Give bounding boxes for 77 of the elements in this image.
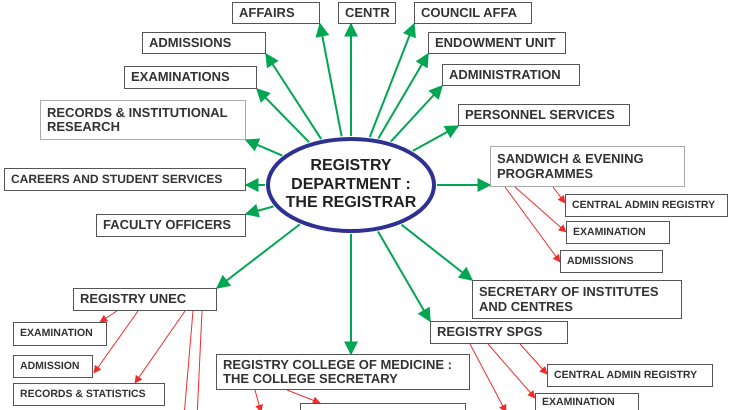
unit-label: EXAMINATION — [20, 328, 93, 340]
unit-label: RECORDS & STATISTICS — [20, 388, 146, 400]
unit-box — [414, 2, 532, 24]
unit-box — [232, 2, 320, 24]
unit-label: ADMISSIONS — [149, 36, 232, 50]
unit-box — [124, 66, 257, 89]
arrow — [216, 224, 300, 289]
unit-box — [73, 288, 217, 311]
arrow — [377, 52, 429, 140]
arrow — [437, 178, 492, 192]
unit-box — [490, 146, 685, 187]
unit-box — [428, 32, 566, 54]
unit-label: ADMISSIONS — [567, 256, 634, 268]
unit-box — [535, 393, 639, 410]
registrar-ellipse — [266, 137, 436, 233]
unit-label: REGISTRY SPGS — [437, 325, 542, 340]
unit-label: CENTRAL ADMIN REGISTRY — [572, 200, 716, 212]
arrow — [244, 138, 283, 156]
arrow — [552, 186, 566, 204]
arrow — [470, 344, 506, 410]
unit-box — [13, 383, 165, 406]
unit-box — [442, 64, 580, 86]
arrow — [316, 22, 343, 136]
unit-label: SECRETARY OF INSTITUTES AND CENTRES — [479, 285, 660, 314]
unit-box — [565, 194, 728, 217]
unit-label: FACULTY OFFICERS — [103, 218, 232, 233]
arrow — [390, 84, 443, 142]
arrow — [412, 125, 460, 152]
unit-label: EXAMINATION — [542, 396, 615, 408]
arrow — [244, 178, 265, 192]
arrow — [134, 310, 186, 384]
arrow — [244, 204, 274, 218]
unit-label: PERSONNEL SERVICES — [465, 108, 615, 122]
arrow — [94, 310, 138, 374]
unit-box — [96, 214, 246, 237]
unit-box — [547, 364, 713, 387]
arrow — [254, 390, 263, 410]
unit-label: ADMISSION — [20, 360, 80, 372]
unit-label: REGISTRY UNEC — [80, 292, 186, 307]
unit-label: SANDWICH & EVENING PROGRAMMES — [497, 152, 645, 181]
arrow — [400, 224, 474, 281]
unit-box — [142, 32, 266, 54]
unit-label: CAREERS AND STUDENT SERVICES — [11, 172, 222, 186]
arrow — [99, 310, 118, 322]
arrow — [344, 234, 358, 356]
unit-label: RECORDS & INSTITUTIONAL RESEARCH — [47, 106, 228, 134]
unit-label: COUNCIL AFFA — [421, 6, 518, 20]
arrow — [377, 231, 431, 322]
unit-box — [40, 100, 246, 140]
unit-box — [13, 355, 93, 378]
unit-label: REGISTRY COLLEGE OF MEDICINE : THE COLLEGE SECRETARY — [223, 358, 453, 386]
unit-label: ADMINISTRATION — [449, 68, 561, 82]
arrow — [368, 22, 416, 138]
unit-box — [4, 168, 246, 191]
arrow — [520, 344, 548, 375]
unit-label: EXAMINATIONS — [131, 70, 230, 85]
arrow — [514, 186, 567, 233]
unit-box — [458, 104, 630, 126]
arrow — [344, 22, 358, 136]
unit-box — [560, 250, 663, 273]
arrow — [488, 344, 536, 399]
unit-label: CENTRAL ADMIN REGISTRY — [554, 370, 698, 382]
unit-box — [216, 354, 470, 390]
arrow — [265, 52, 322, 140]
ellipse-label: REGISTRY DEPARTMENT : THE REGISTRAR — [284, 157, 418, 213]
unit-box — [430, 321, 568, 344]
unit-label: CENTR — [345, 6, 390, 20]
unit-label: ENDOWMENT UNIT — [435, 36, 556, 50]
unit-box — [566, 221, 670, 244]
arrow — [286, 390, 321, 404]
unit-label: EXAMINATION — [573, 226, 646, 238]
arrow — [504, 186, 560, 263]
unit-box — [13, 322, 107, 346]
arrow — [256, 88, 310, 143]
unit-box — [338, 2, 396, 24]
unit-label: AFFAIRS — [239, 6, 295, 20]
unit-box — [472, 280, 682, 319]
